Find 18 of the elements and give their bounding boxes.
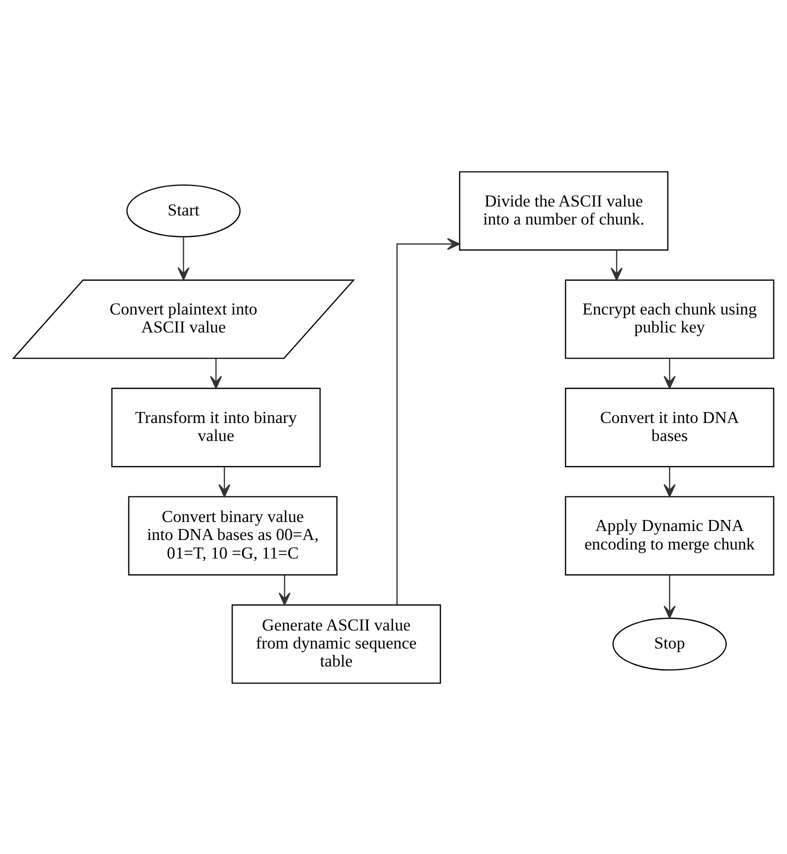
node-ellipse: Start: [126, 184, 241, 237]
node-box: Convert binary value into DNA bases as 00=A, 01=T, 10 =G, 11=C: [128, 496, 338, 575]
arrow: [396, 237, 460, 604]
arrow: [177, 236, 190, 280]
arrow: [610, 250, 623, 280]
arrow: [664, 574, 676, 618]
node-ellipse: Stop: [612, 617, 727, 670]
arrow: [664, 466, 676, 497]
node-box: Convert it into DNA bases: [564, 387, 774, 467]
node-box: Encrypt each chunk using public key: [564, 279, 774, 358]
arrow: [210, 358, 222, 388]
node-box: Divide the ASCII value into a number of chunk.: [459, 170, 668, 250]
arrow: [278, 574, 291, 605]
node-box: Generate ASCII value from dynamic sequence table: [232, 604, 441, 684]
arrow: [664, 358, 676, 388]
node-box: Transform it into binary value: [111, 387, 321, 467]
arrow: [218, 466, 230, 497]
node-box: Apply Dynamic DNA encoding to merge chunk: [564, 496, 774, 575]
